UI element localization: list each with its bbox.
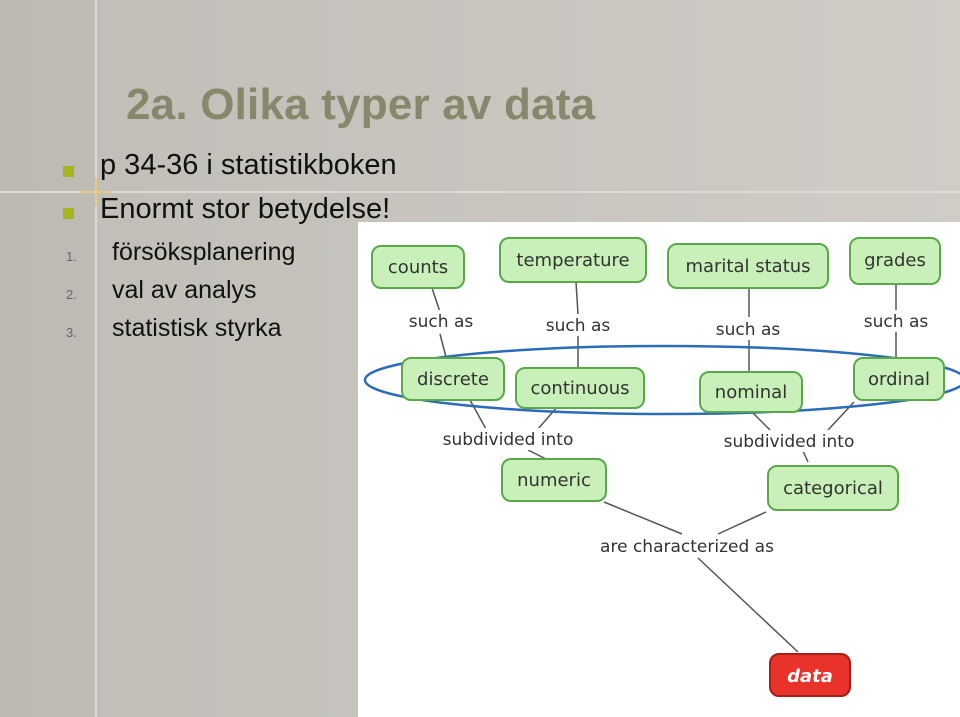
node-temperature-label: temperature [516, 250, 629, 271]
link-such-as: such as [409, 312, 474, 332]
list-item-power: statistisk styrka [112, 314, 282, 342]
connector [575, 281, 579, 315]
list-number: 3. [66, 325, 77, 340]
connector [431, 287, 441, 313]
list-item-design: försöksplanering [112, 238, 296, 266]
node-nominal [699, 371, 803, 413]
connector [439, 333, 447, 358]
node-grades [849, 237, 941, 285]
list-item-analysis: val av analys [112, 276, 257, 304]
connector [469, 399, 487, 430]
concept-map: counts temperature marital status grades… [358, 222, 960, 717]
node-discrete-label: discrete [417, 369, 489, 390]
connector [717, 511, 767, 535]
node-counts [371, 245, 465, 289]
link-subdivided-into: subdivided into [443, 430, 574, 450]
node-numeric-label: numeric [517, 470, 591, 491]
link-subdivided-into: subdivided into [724, 432, 855, 452]
node-continuous-label: continuous [531, 378, 630, 399]
link-are-characterized-as: are characterized as [600, 537, 774, 557]
node-marital-status [667, 243, 829, 289]
link-such-as: such as [864, 312, 929, 332]
list-number: 2. [66, 287, 77, 302]
node-temperature [499, 237, 647, 283]
bullet-importance: Enormt stor betydelse! [100, 193, 391, 225]
connector [752, 412, 771, 431]
highlight-ellipse [363, 344, 960, 416]
connector [802, 450, 809, 463]
node-grades-label: grades [864, 250, 926, 271]
node-marital-status-label: marital status [685, 256, 810, 277]
node-categorical-label: categorical [783, 478, 883, 499]
bullet-square-icon [63, 208, 74, 219]
node-ordinal [853, 357, 945, 401]
connector [697, 557, 799, 653]
list-number: 1. [66, 249, 77, 264]
bullet-pages: p 34-36 i statistikboken [100, 149, 397, 181]
node-nominal-label: nominal [715, 382, 787, 403]
node-data [769, 653, 851, 697]
link-such-as: such as [716, 320, 781, 340]
connector [537, 405, 559, 430]
node-numeric [501, 458, 607, 502]
node-counts-label: counts [388, 257, 448, 278]
node-categorical [767, 465, 899, 511]
bullet-square-icon [63, 166, 74, 177]
node-data-label: data [787, 666, 833, 687]
connector [603, 501, 683, 535]
slide-title: 2a. Olika typer av data [126, 80, 596, 129]
node-ordinal-label: ordinal [868, 369, 930, 390]
node-discrete [401, 357, 505, 401]
link-such-as: such as [546, 316, 611, 336]
node-continuous [515, 367, 645, 409]
